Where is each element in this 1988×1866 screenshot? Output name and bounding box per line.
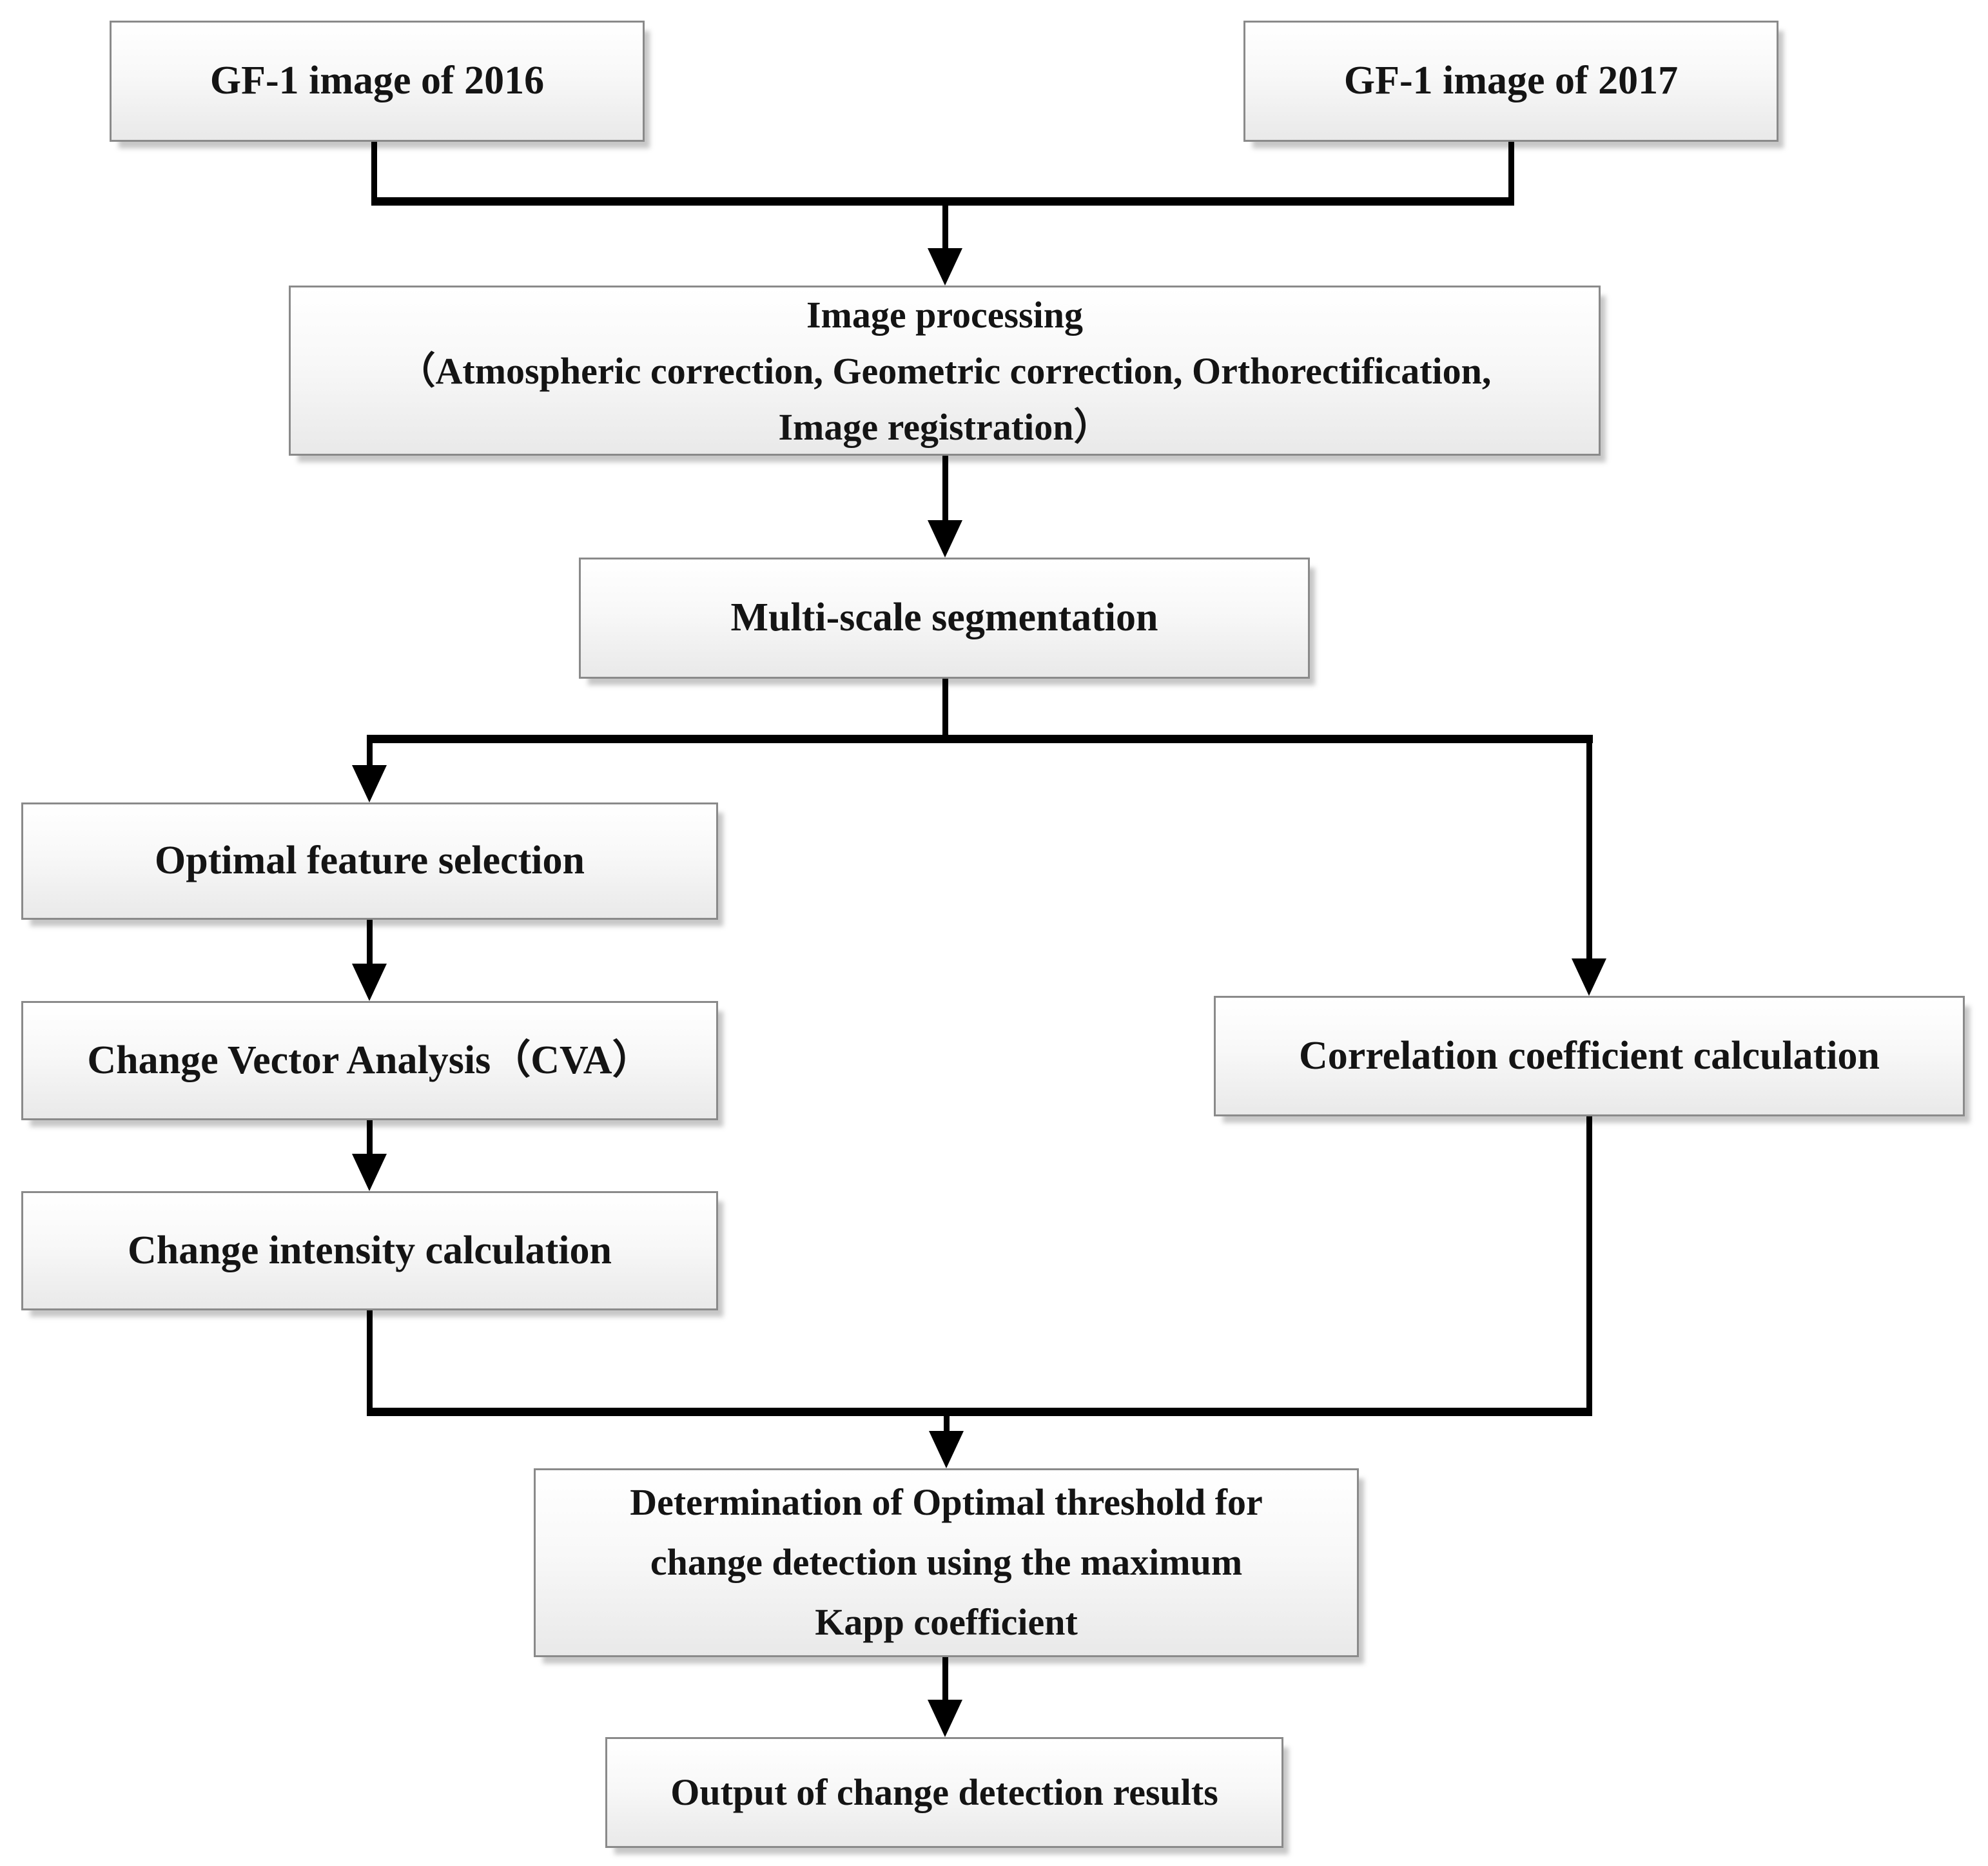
connector-into-threshold-stem: [944, 1416, 950, 1435]
connector-seg-stem: [942, 679, 948, 741]
arrowhead-into-threshold: [929, 1431, 964, 1468]
connector-gf2016-stem: [371, 142, 377, 201]
connector-right-branch-stem: [1586, 741, 1592, 962]
node-gf1-image-2016: GF-1 image of 2016: [110, 21, 645, 142]
arrowhead-into-output: [928, 1700, 962, 1737]
node-image-processing: Image processing （Atmospheric correction…: [289, 286, 1601, 456]
node-multi-scale-segmentation: Multi-scale segmentation: [579, 558, 1310, 679]
arrowhead-into-image-processing: [928, 248, 962, 286]
connector-into-image-processing-stem: [942, 201, 948, 253]
connector-feat-to-cva-stem: [367, 920, 373, 968]
connector-threshold-to-output-stem: [942, 1657, 948, 1704]
node-optimal-threshold-determination: Determination of Optimal threshold for c…: [534, 1468, 1359, 1657]
node-optimal-feature-selection: Optimal feature selection: [21, 802, 718, 920]
connector-cva-to-intensity-stem: [367, 1120, 373, 1159]
connector-correlation-down-stem: [1586, 1116, 1592, 1416]
connector-improc-to-seg-stem: [942, 456, 948, 523]
connector-left-branch-stem: [367, 741, 373, 770]
arrowhead-into-correlation: [1572, 958, 1606, 996]
arrowhead-into-segmentation: [928, 520, 962, 558]
node-gf1-image-2017: GF-1 image of 2017: [1243, 21, 1778, 142]
arrowhead-into-cva: [352, 964, 387, 1001]
node-correlation-coefficient-calculation: Correlation coefficient calculation: [1214, 996, 1965, 1116]
node-change-intensity-calculation: Change intensity calculation: [21, 1191, 718, 1310]
node-output-results: Output of change detection results: [605, 1737, 1283, 1848]
connector-intensity-down-stem: [367, 1310, 373, 1416]
connector-split-bar: [367, 735, 1593, 743]
arrowhead-into-feature-selection: [352, 765, 387, 802]
node-change-vector-analysis: Change Vector Analysis（CVA）: [21, 1001, 718, 1120]
arrowhead-into-intensity: [352, 1154, 387, 1191]
connector-bottom-merge-bar: [367, 1408, 1592, 1416]
connector-gf2017-stem: [1508, 142, 1514, 201]
